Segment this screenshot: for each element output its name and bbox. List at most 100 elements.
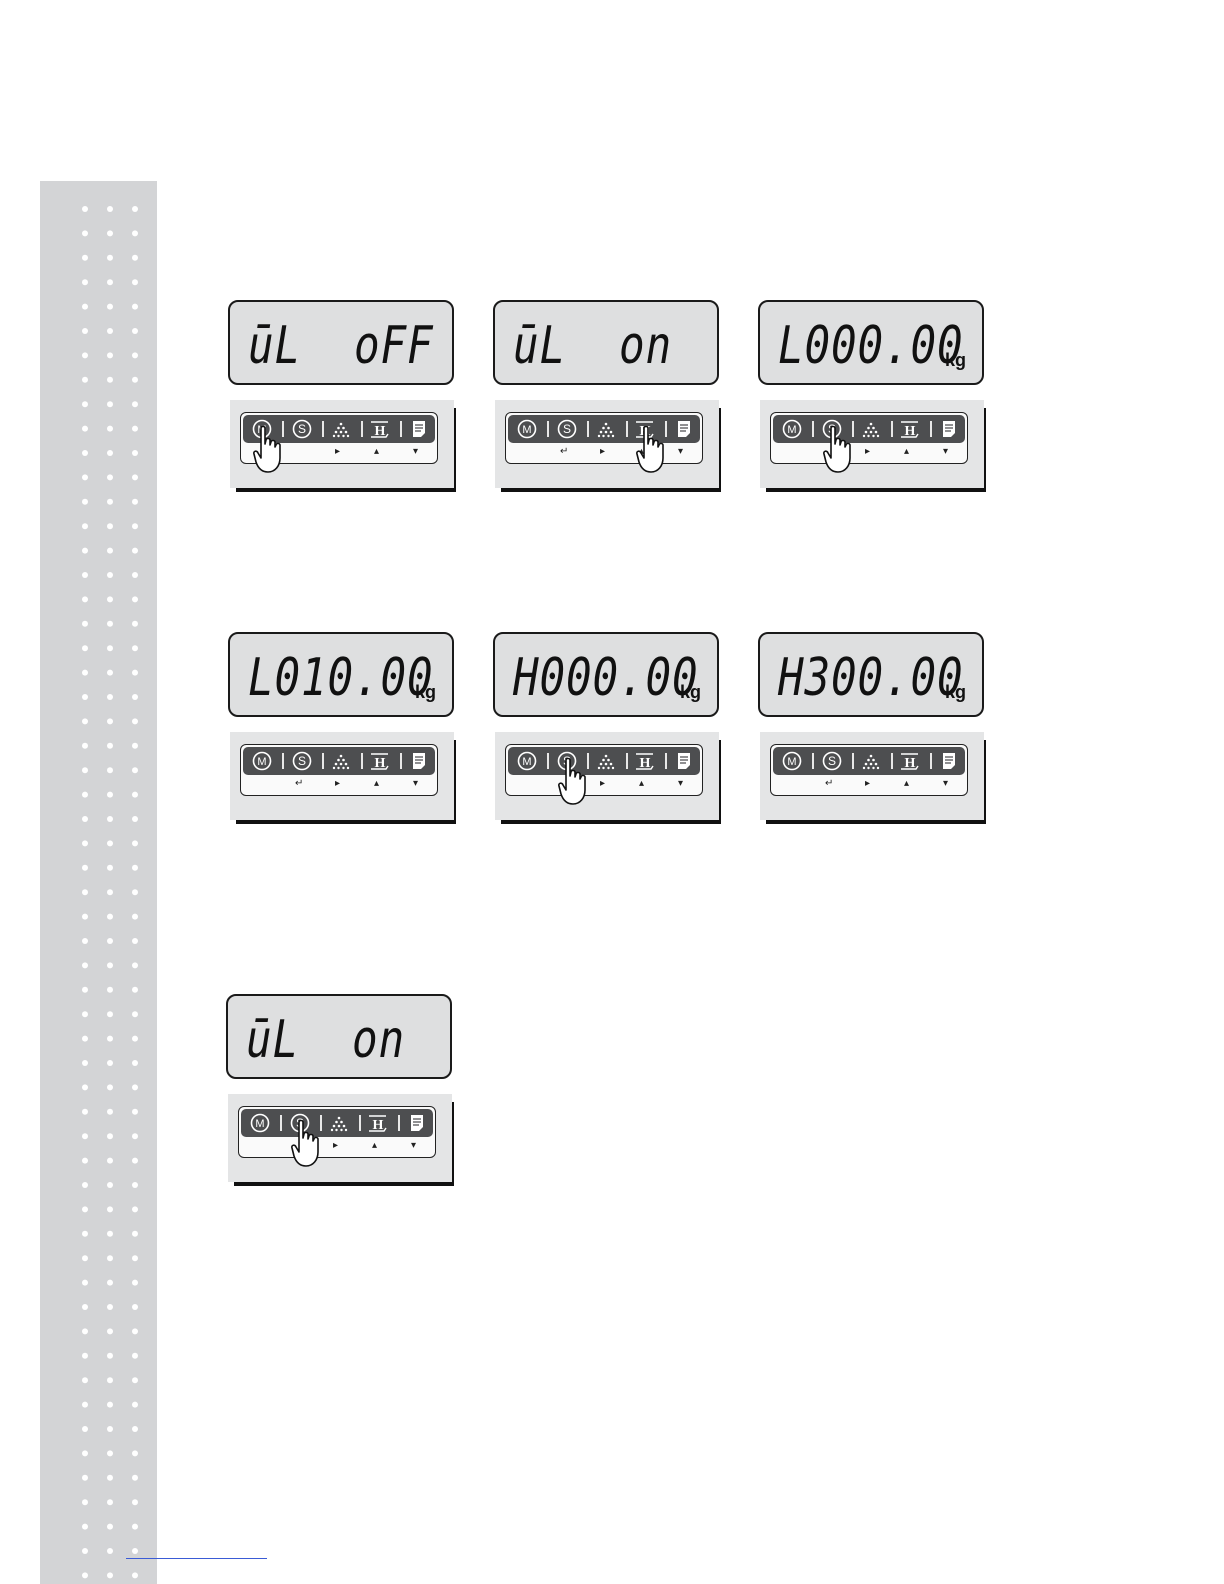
tare-key[interactable]	[328, 750, 354, 772]
keypad-frame: M S	[770, 744, 968, 796]
tare-key[interactable]	[326, 1112, 352, 1134]
keypad-bar: M S	[508, 415, 700, 443]
sidebar-dot	[82, 1548, 88, 1554]
m-key[interactable]: M	[247, 1112, 273, 1134]
sidebar-dot	[132, 230, 138, 236]
right-arrow-icon: ▸	[865, 447, 870, 457]
sidebar-dot	[82, 889, 88, 895]
sidebar-dot	[107, 938, 113, 944]
right-arrow-icon: ▸	[333, 1141, 338, 1151]
m-key[interactable]: M	[514, 750, 540, 772]
sidebar-dot	[132, 1328, 138, 1334]
lcd-readout: H300.00	[778, 648, 963, 708]
key-separator	[930, 753, 932, 769]
sidebar-dot	[107, 718, 113, 724]
hold-key[interactable]: H	[897, 750, 923, 772]
sidebar-dot	[132, 1548, 138, 1554]
enter-arrow-icon: ↵	[560, 447, 568, 457]
print-key[interactable]	[406, 750, 432, 772]
print-key[interactable]	[671, 418, 697, 440]
sidebar-dot	[132, 743, 138, 749]
sidebar-dot	[82, 499, 88, 505]
tare-key[interactable]	[593, 750, 619, 772]
tare-triangle-icon	[595, 418, 617, 440]
down-arrow-icon: ▾	[678, 447, 683, 457]
hold-key[interactable]: H	[367, 418, 393, 440]
print-key[interactable]	[936, 418, 962, 440]
sidebar-dot	[107, 1133, 113, 1139]
sidebar-dot	[132, 279, 138, 285]
sidebar-dot	[107, 1011, 113, 1017]
sidebar-dot	[107, 1109, 113, 1115]
print-key[interactable]	[671, 750, 697, 772]
sidebar-dot	[107, 596, 113, 602]
keypad: M S	[760, 732, 984, 820]
sidebar-dot	[82, 840, 88, 846]
svg-text:M: M	[255, 1118, 264, 1130]
hold-key-icon: H	[898, 418, 922, 440]
sidebar-dot	[82, 1036, 88, 1042]
sidebar-dot	[82, 987, 88, 993]
svg-text:M: M	[257, 756, 266, 768]
key-separator	[547, 753, 549, 769]
display-panel-7: ūL on M S	[226, 994, 466, 1190]
sidebar-dot	[107, 987, 113, 993]
sidebar-dot	[107, 1036, 113, 1042]
svg-text:M: M	[522, 424, 531, 436]
sidebar-dot	[82, 1328, 88, 1334]
s-key[interactable]: S	[289, 750, 315, 772]
hold-key-icon: H	[898, 750, 922, 772]
s-key[interactable]: S	[819, 750, 845, 772]
sidebar-dot	[82, 304, 88, 310]
key-separator	[587, 421, 589, 437]
key-separator	[891, 421, 893, 437]
m-key[interactable]: M	[249, 750, 275, 772]
tare-key[interactable]	[593, 418, 619, 440]
sidebar-dot	[132, 1499, 138, 1505]
right-arrow-icon: ▸	[600, 447, 605, 457]
s-key[interactable]: S	[554, 418, 580, 440]
hold-key[interactable]: H	[897, 418, 923, 440]
display-panel-2: ūL on M S	[493, 300, 733, 496]
print-key[interactable]	[406, 418, 432, 440]
sidebar-dot	[132, 889, 138, 895]
sidebar-dot	[82, 474, 88, 480]
sidebar-dot	[107, 1182, 113, 1188]
print-key[interactable]	[404, 1112, 430, 1134]
hold-key[interactable]: H	[367, 750, 393, 772]
m-key[interactable]: M	[779, 750, 805, 772]
m-key-icon: M	[781, 418, 803, 440]
sidebar-dot	[82, 1377, 88, 1383]
print-key[interactable]	[936, 750, 962, 772]
s-key[interactable]: S	[289, 418, 315, 440]
sidebar-dot	[82, 279, 88, 285]
tare-key[interactable]	[858, 418, 884, 440]
print-icon	[406, 1112, 428, 1134]
m-key[interactable]: M	[779, 418, 805, 440]
sidebar-dot	[132, 914, 138, 920]
tare-key[interactable]	[328, 418, 354, 440]
sidebar-dot	[107, 792, 113, 798]
lcd-readout: ūL oFF	[248, 316, 433, 376]
keypad-bar: M S	[773, 415, 965, 443]
sidebar-dot	[82, 1304, 88, 1310]
display-panel-3: L000.00 kg M S	[758, 300, 998, 496]
key-separator	[400, 753, 402, 769]
hold-key[interactable]: H	[365, 1112, 391, 1134]
sidebar-dot	[132, 1060, 138, 1066]
print-icon	[673, 418, 695, 440]
sidebar-dot	[82, 621, 88, 627]
m-key[interactable]: M	[514, 418, 540, 440]
s-key-icon: S	[556, 418, 578, 440]
key-separator	[361, 421, 363, 437]
sidebar-dot	[107, 352, 113, 358]
sidebar-dot	[107, 426, 113, 432]
sidebar-dot	[82, 914, 88, 920]
lcd-readout: H000.00	[513, 648, 698, 708]
print-icon	[938, 418, 960, 440]
key-separator	[359, 1115, 361, 1131]
key-separator	[322, 421, 324, 437]
hold-key[interactable]: H	[632, 750, 658, 772]
tare-key[interactable]	[858, 750, 884, 772]
sidebar-dot	[107, 1328, 113, 1334]
